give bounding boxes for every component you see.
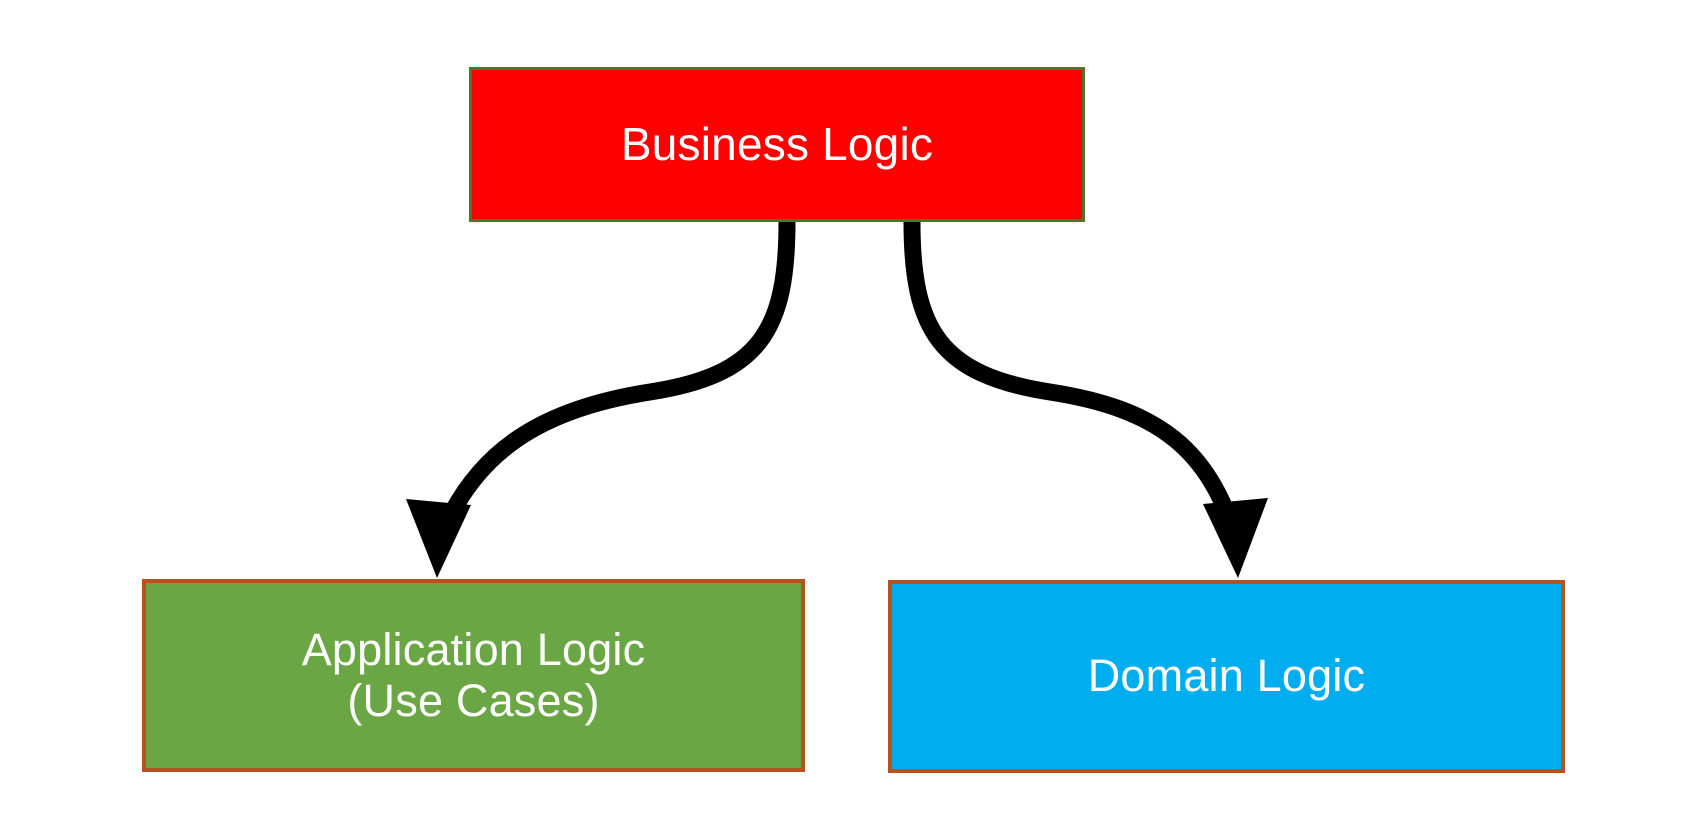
connector-business-to-domain-arrowhead (1203, 498, 1268, 578)
node-business-logic[interactable]: Business Logic (469, 67, 1085, 222)
node-application-logic-label: Application Logic (Use Cases) (301, 624, 646, 726)
node-domain-logic-label: Domain Logic (1087, 650, 1366, 702)
connector-business-to-application-line (432, 221, 796, 542)
connector-business-to-application-arrowhead (406, 499, 471, 578)
connector-business-to-application (406, 221, 796, 578)
connector-business-to-domain (903, 221, 1268, 578)
connector-business-to-domain-line (903, 221, 1245, 541)
node-business-logic-label: Business Logic (620, 117, 934, 170)
node-domain-logic[interactable]: Domain Logic (888, 580, 1565, 773)
node-application-logic[interactable]: Application Logic (Use Cases) (142, 579, 805, 772)
